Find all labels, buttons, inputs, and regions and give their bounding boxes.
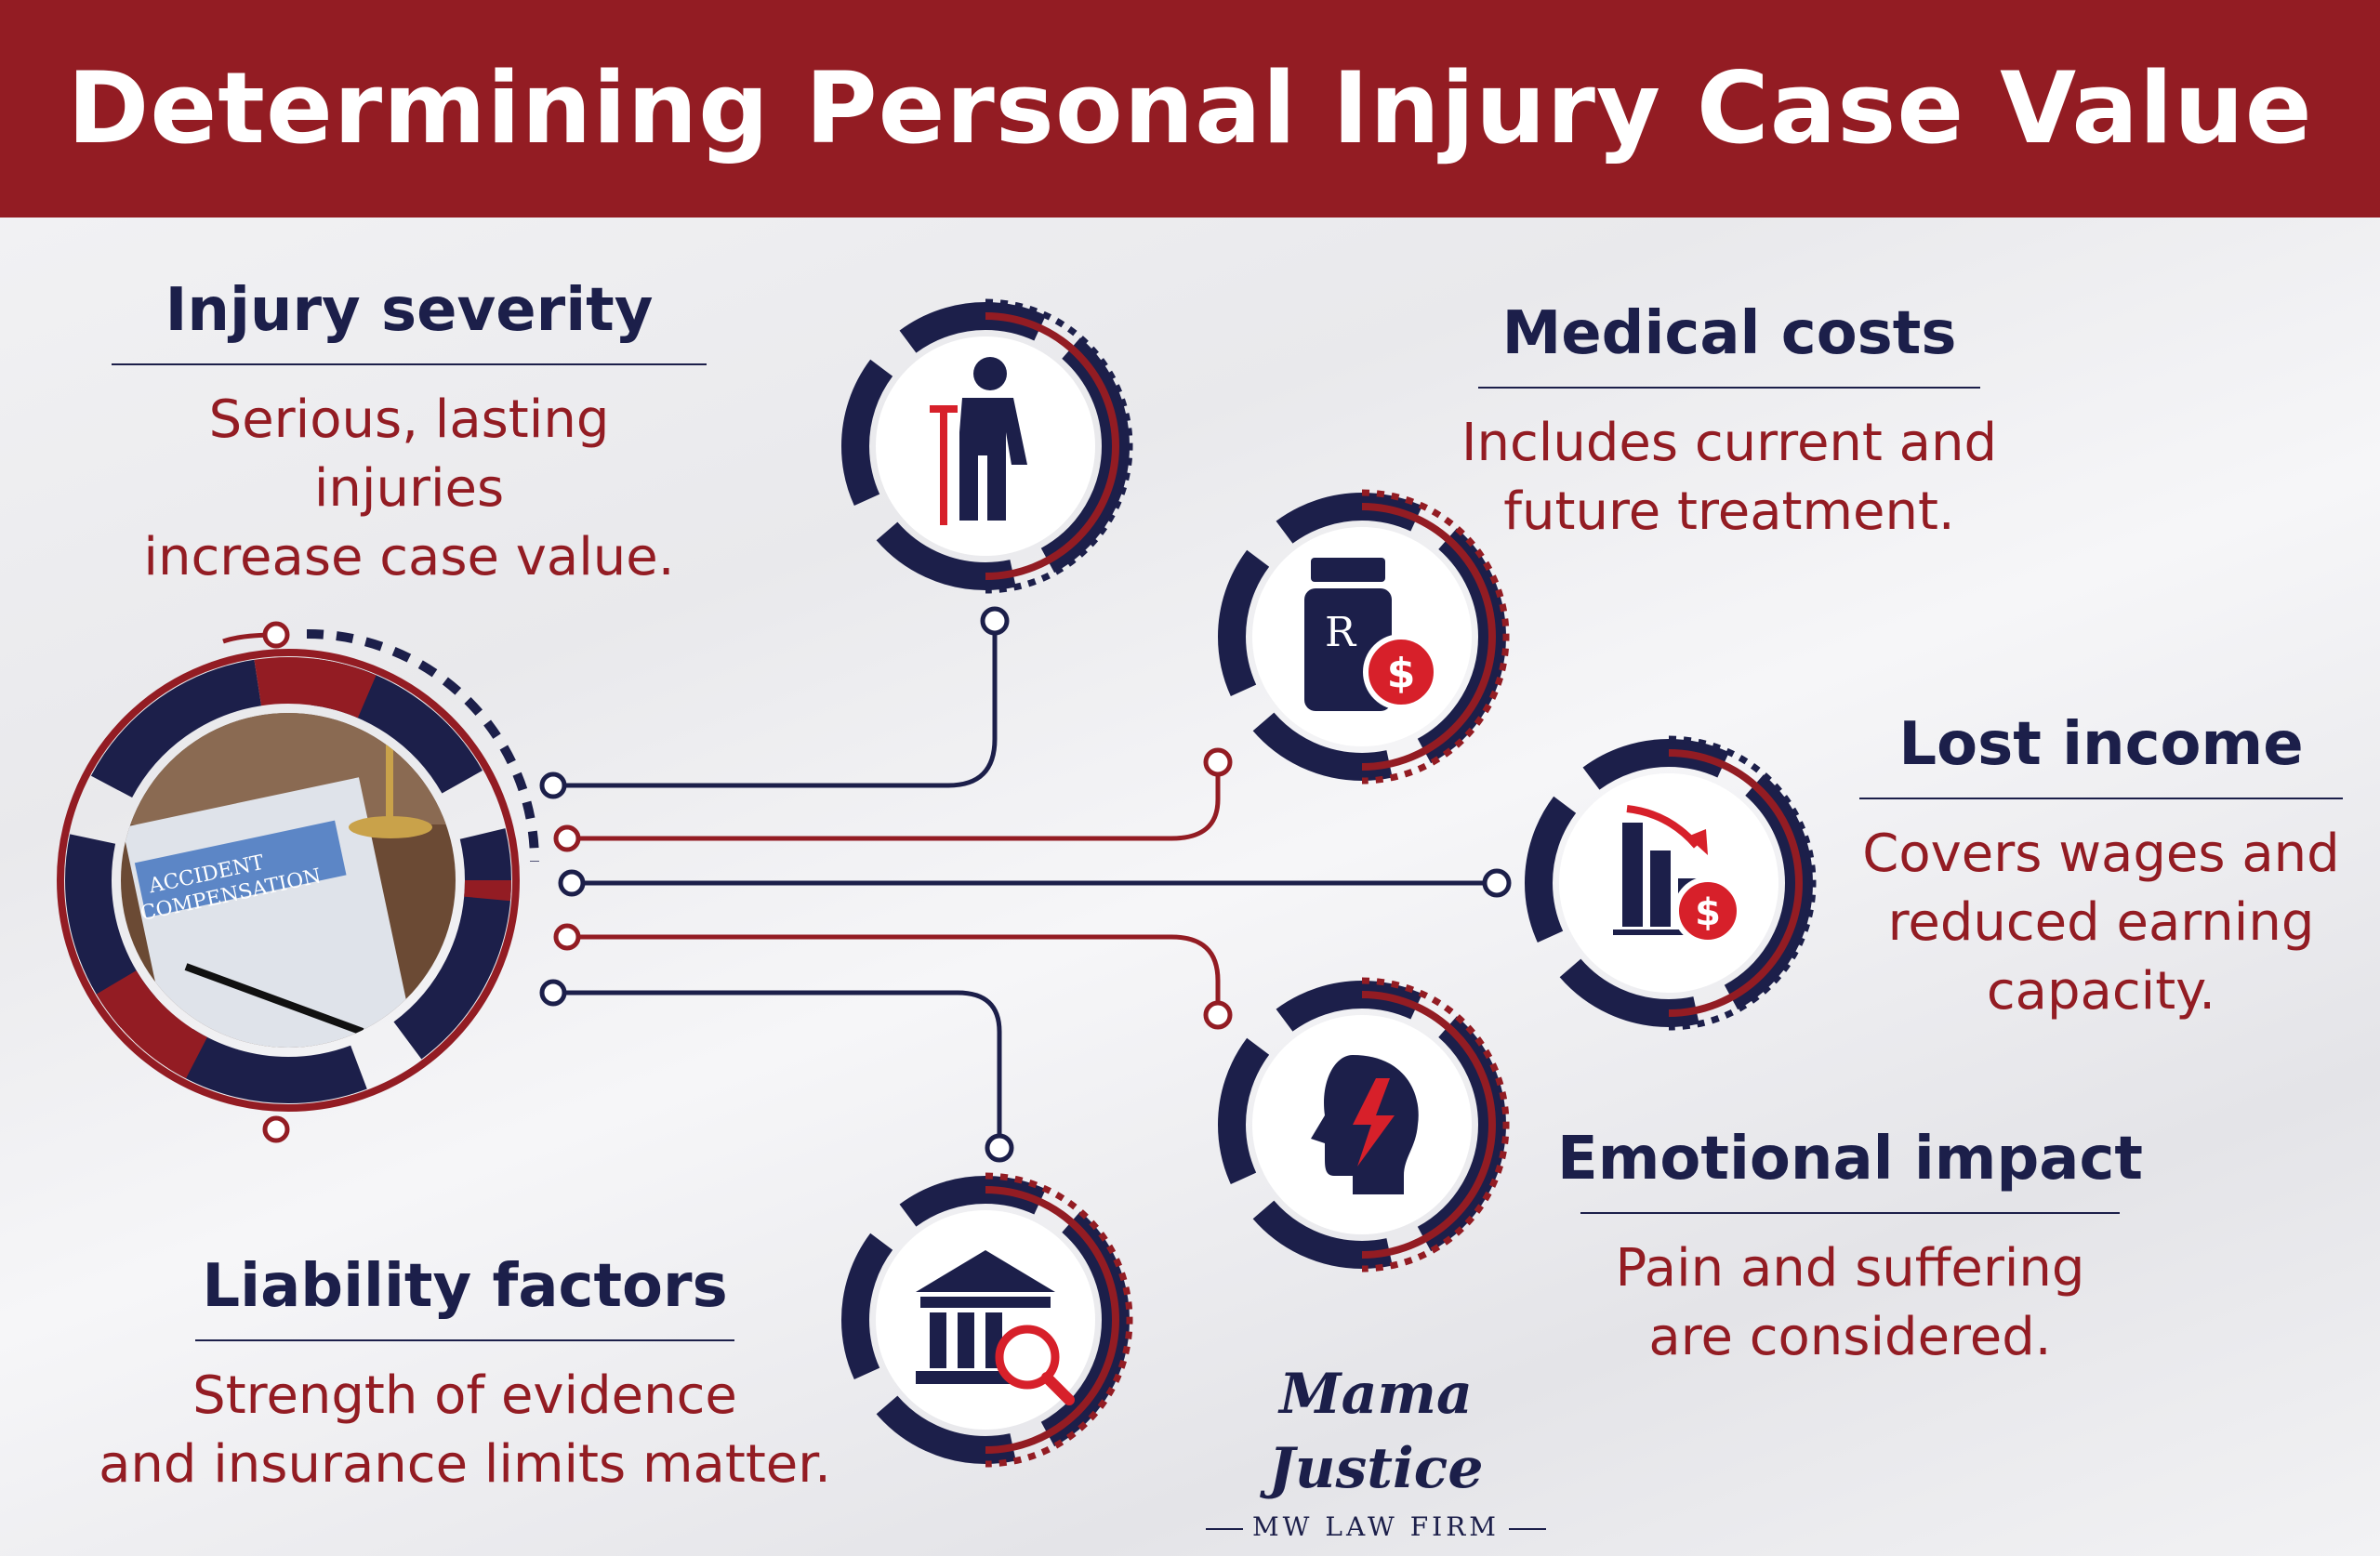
divider: [1478, 387, 1980, 389]
factor-description-line: Pain and suffering: [1615, 1238, 2085, 1299]
logo-subtitle-row: MW LAW FIRM: [1181, 1511, 1571, 1542]
page-title: Determining Personal Injury Case Value: [67, 51, 2313, 165]
factor-heading: Injury severity: [165, 276, 654, 345]
factor-heading: Liability factors: [202, 1252, 728, 1321]
ring-emotional-impact: [1218, 977, 1510, 1272]
rx-bottle-dollar-icon: R $: [1304, 558, 1439, 711]
factor-lost-income: Lost income Covers wages and reduced ear…: [1841, 708, 2361, 1026]
head-lightning-icon: [1311, 1055, 1419, 1194]
logo-script: Mama Justice: [1268, 1362, 1484, 1501]
factor-medical-costs: Medical costs Includes current and futur…: [1422, 297, 2036, 547]
factor-description-line: and insurance limits matter.: [99, 1434, 831, 1495]
firm-logo: Mama Justice MW LAW FIRM: [1181, 1357, 1571, 1542]
factor-liability-factors: Liability factors Strength of evidence a…: [74, 1250, 855, 1499]
person-crutch-icon: [930, 357, 1027, 525]
ring-liability-factors: [841, 1172, 1133, 1468]
connector-nodes: [262, 606, 1512, 1163]
divider: [195, 1339, 734, 1341]
ring-medical-costs: R $: [1218, 489, 1510, 785]
divider: [1206, 1527, 1244, 1530]
logo-subtitle: MW LAW FIRM: [1252, 1511, 1500, 1542]
factor-emotional-impact: Emotional impact Pain and suffering are …: [1543, 1123, 2157, 1372]
factor-description-line: increase case value.: [143, 527, 675, 587]
divider: [1580, 1212, 2120, 1214]
courthouse-magnifier-icon: [916, 1250, 1075, 1405]
center-hub: ACCIDENT COMPENSATION: [57, 629, 539, 1112]
ring-injury-severity: [841, 298, 1133, 594]
divider: [112, 363, 707, 365]
factor-description-line: Serious, lasting injuries: [208, 389, 610, 519]
factor-description-line: capacity.: [1986, 961, 2216, 1022]
ring-lost-income: $: [1525, 735, 1817, 1031]
factor-description-line: Includes current and: [1461, 413, 1997, 473]
factor-heading: Medical costs: [1501, 299, 1957, 368]
factor-description-line: Strength of evidence: [192, 1365, 737, 1426]
title-banner: Determining Personal Injury Case Value: [0, 0, 2380, 218]
factor-heading: Emotional impact: [1557, 1125, 2143, 1193]
factor-description-line: are considered.: [1648, 1307, 2052, 1367]
divider: [1859, 798, 2343, 799]
svg-text:$: $: [1387, 650, 1416, 697]
declining-chart-dollar-icon: $: [1613, 805, 1742, 945]
factor-description-line: Covers wages and: [1862, 824, 2340, 884]
connectors: [222, 621, 1497, 1148]
factor-description-line: future treatment.: [1503, 481, 1955, 542]
factor-description-line: reduced earning: [1887, 892, 2315, 953]
factor-injury-severity: Injury severity Serious, lasting injurie…: [112, 274, 707, 592]
accident-photo: ACCIDENT COMPENSATION: [121, 713, 456, 1048]
svg-text:$: $: [1695, 891, 1721, 934]
factor-heading: Lost income: [1898, 710, 2304, 779]
svg-text:R: R: [1325, 609, 1357, 656]
divider: [1508, 1527, 1546, 1530]
